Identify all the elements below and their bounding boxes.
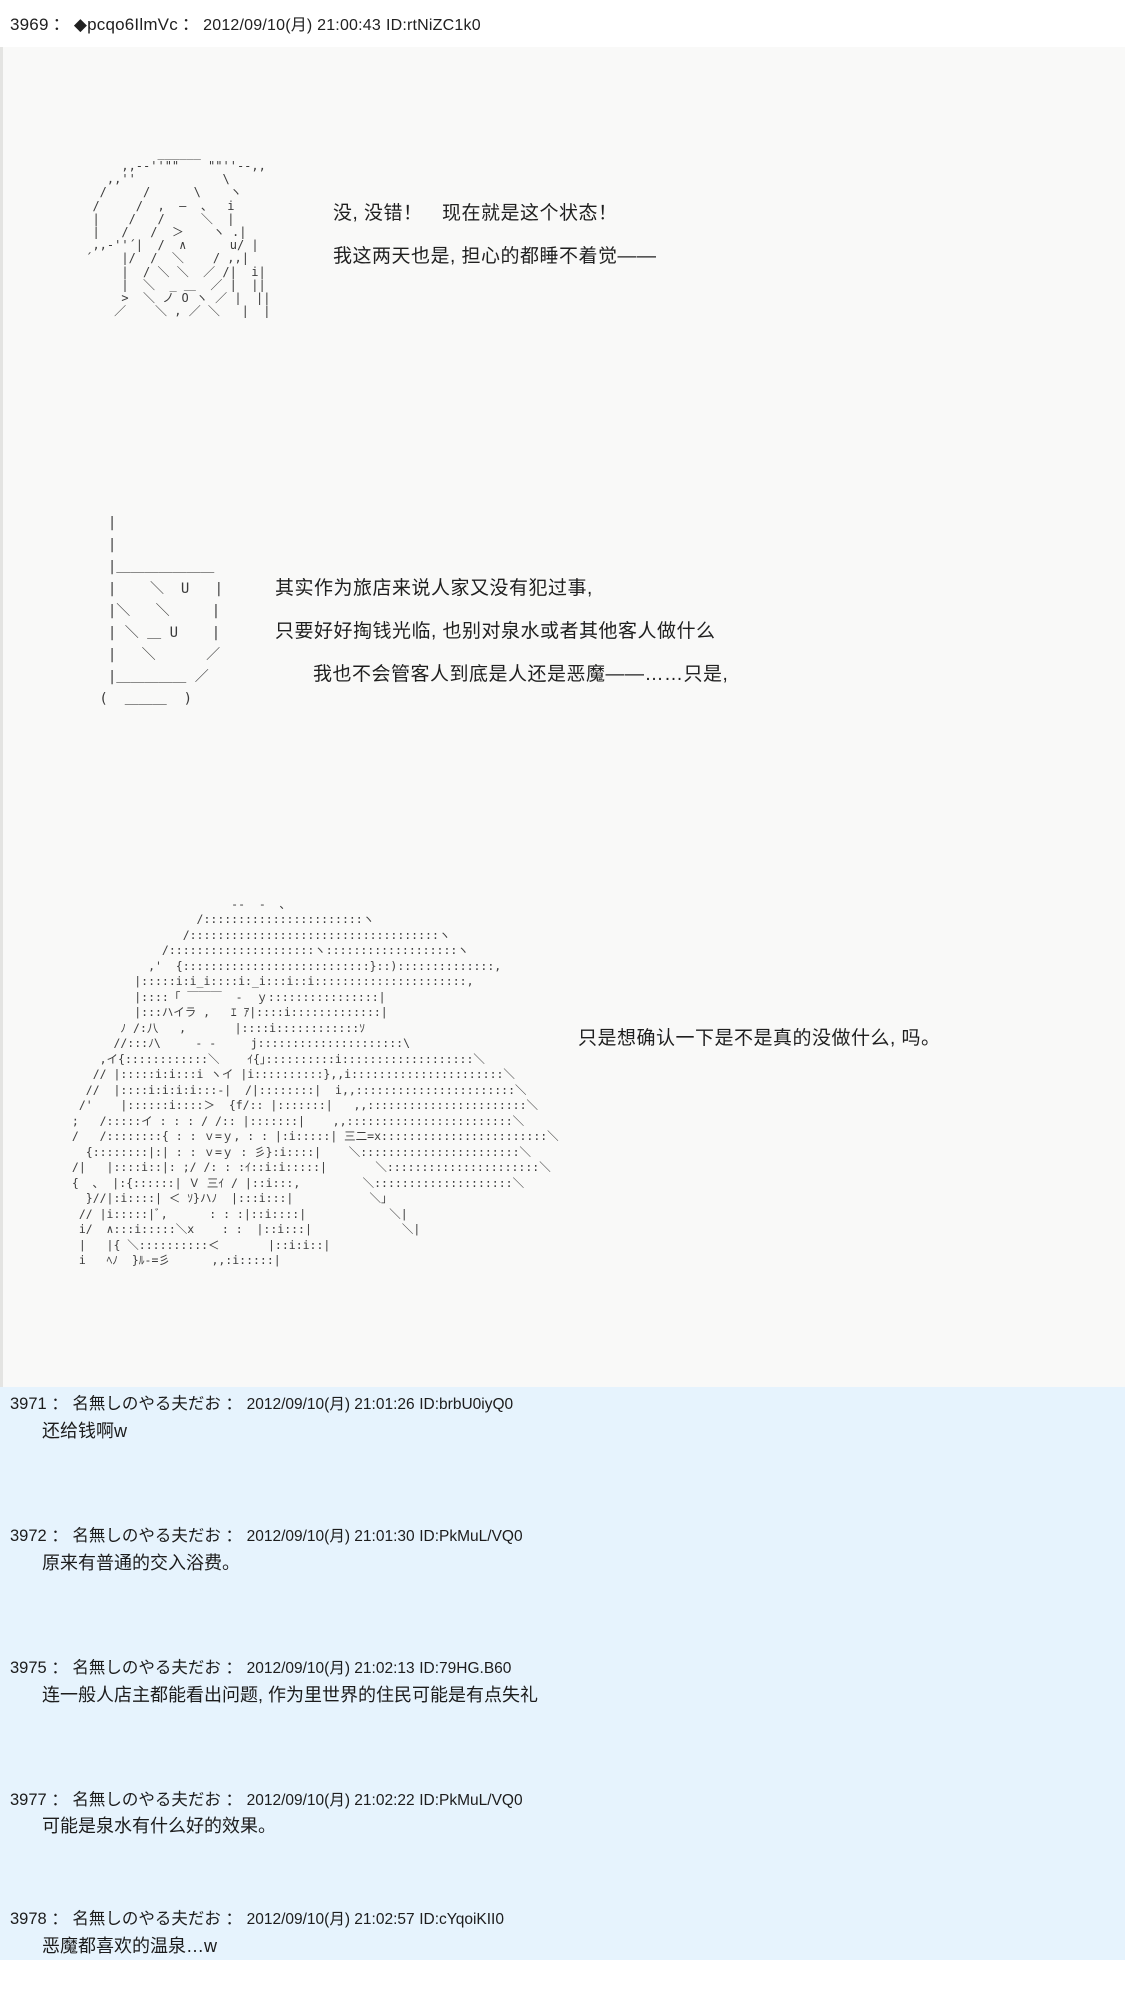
reply-separator-1: ： xyxy=(51,1394,68,1413)
op-header-separator-2: ： xyxy=(181,15,200,34)
reply-post: 3978 ： 名無しのやる夫だお ： 2012/09/10(月) 21:02:5… xyxy=(0,1902,1125,1961)
op-post-number: 3969 xyxy=(10,15,49,34)
reply-post: 3971 ： 名無しのやる夫だお ： 2012/09/10(月) 21:01:2… xyxy=(0,1386,1125,1519)
reply-author: 名無しのやる夫だお xyxy=(72,1910,221,1929)
op-datetime: 2012/09/10(月) 21:00:43 xyxy=(203,17,381,34)
reply-user-id: ID:cYqoiKII0 xyxy=(419,1911,504,1929)
scene-3: -‐ - ､ /:::::::::::::::::::::::ヽ /::::::… xyxy=(3,857,1125,1377)
reply-body: 原来有普通的交入浴费。 xyxy=(42,1552,240,1573)
scene-2-dialog-line-2: 只要好好掏钱光临, 也别对泉水或者其他客人做什么 xyxy=(275,620,716,642)
reply-header: 3978 ： 名無しのやる夫だお ： 2012/09/10(月) 21:02:5… xyxy=(10,1902,1125,1931)
reply-body: 还给钱啊w xyxy=(42,1420,127,1441)
scene-3-ascii-art: -‐ - ､ /:::::::::::::::::::::::ヽ /::::::… xyxy=(65,896,559,1268)
reply-number: 3972 xyxy=(10,1526,47,1545)
op-user-id: ID:rtNiZC1k0 xyxy=(385,17,481,34)
reply-user-id: ID:PkMuL/VQ0 xyxy=(419,1791,523,1809)
reply-number: 3978 xyxy=(10,1910,47,1929)
reply-number: 3975 xyxy=(10,1658,47,1677)
reply-user-id: ID:79HG.B60 xyxy=(419,1659,512,1677)
reply-separator-2: ： xyxy=(225,1910,243,1929)
reply-datetime: 2012/09/10(月) 21:01:30 xyxy=(246,1527,415,1545)
reply-body: 可能是泉水有什么好的效果。 xyxy=(42,1816,276,1837)
op-body: ______ ,,-‐''"" ""''‐-,, ,,'' \ / / \ ヽ … xyxy=(0,46,1125,1387)
reply-number: 3977 xyxy=(10,1790,47,1809)
reply-author: 名無しのやる夫だお xyxy=(72,1526,221,1545)
reply-spacer xyxy=(10,1576,1125,1651)
reply-header: 3972 ： 名無しのやる夫だお ： 2012/09/10(月) 21:01:3… xyxy=(10,1519,1125,1548)
reply-separator-2: ： xyxy=(225,1526,243,1545)
reply-datetime: 2012/09/10(月) 21:02:57 xyxy=(246,1911,415,1929)
scene-1-dialog-line-1: 没, 没错！ 现在就是这个状态！ xyxy=(333,202,618,224)
op-post-header: 3969：◆pcqo6IlmVc：2012/09/10(月) 21:00:43 … xyxy=(0,0,1125,47)
scene-1-ascii-art: ______ ,,-‐''"" ""''‐-,, ,,'' \ / / \ ヽ … xyxy=(85,145,271,319)
reply-spacer xyxy=(10,1840,1125,1903)
scene-2: | | |＿＿＿＿＿＿＿ | ＼ U | |＼ ＼ | | ＼ ＿ U | | … xyxy=(3,467,1125,747)
reply-author: 名無しのやる夫だお xyxy=(72,1658,221,1677)
reply-body: 恶魔都喜欢的温泉…w xyxy=(42,1936,217,1957)
reply-separator-2: ： xyxy=(225,1790,243,1809)
reply-post: 3975 ： 名無しのやる夫だお ： 2012/09/10(月) 21:02:1… xyxy=(0,1650,1125,1783)
scene-3-dialog-line-1: 只是想确认一下是不是真的没做什么, 吗。 xyxy=(578,1027,941,1049)
reply-datetime: 2012/09/10(月) 21:02:22 xyxy=(246,1791,415,1809)
scene-2-dialog-line-1: 其实作为旅店来说人家又没有犯过事, xyxy=(275,577,593,599)
reply-separator-1: ： xyxy=(51,1658,68,1677)
reply-separator-2: ： xyxy=(225,1394,243,1413)
reply-number: 3971 xyxy=(10,1394,47,1413)
reply-header: 3977 ： 名無しのやる夫だお ： 2012/09/10(月) 21:02:2… xyxy=(10,1783,1125,1812)
scene-2-ascii-art: | | |＿＿＿＿＿＿＿ | ＼ U | |＼ ＼ | | ＼ ＿ U | | … xyxy=(91,514,224,707)
scene-1: ______ ,,-‐''"" ""''‐-,, ,,'' \ / / \ ヽ … xyxy=(3,47,1125,347)
op-tripcode[interactable]: ◆pcqo6IlmVc xyxy=(73,15,178,34)
reply-datetime: 2012/09/10(月) 21:02:13 xyxy=(246,1659,415,1677)
reply-author: 名無しのやる夫だお xyxy=(72,1394,221,1413)
reply-post: 3972 ： 名無しのやる夫だお ： 2012/09/10(月) 21:01:3… xyxy=(0,1518,1125,1651)
reply-separator-1: ： xyxy=(51,1910,68,1929)
scene-2-dialog-line-3: 我也不会管客人到底是人还是恶魔——……只是, xyxy=(313,663,729,685)
op-post: 3969：◆pcqo6IlmVc：2012/09/10(月) 21:00:43 … xyxy=(0,0,1125,1387)
reply-user-id: ID:brbU0iyQ0 xyxy=(419,1395,514,1413)
reply-user-id: ID:PkMuL/VQ0 xyxy=(419,1527,523,1545)
reply-spacer xyxy=(10,1708,1125,1783)
reply-post: 3977 ： 名無しのやる夫だお ： 2012/09/10(月) 21:02:2… xyxy=(0,1782,1125,1903)
reply-header: 3971 ： 名無しのやる夫だお ： 2012/09/10(月) 21:01:2… xyxy=(10,1387,1125,1416)
scene-1-dialog-line-2: 我这两天也是, 担心的都睡不着觉—— xyxy=(333,245,657,267)
reply-separator-1: ： xyxy=(51,1526,68,1545)
reply-spacer xyxy=(10,1444,1125,1519)
reply-separator-1: ： xyxy=(51,1790,68,1809)
reply-datetime: 2012/09/10(月) 21:01:26 xyxy=(246,1395,415,1413)
reply-separator-2: ： xyxy=(225,1658,243,1677)
reply-header: 3975 ： 名無しのやる夫だお ： 2012/09/10(月) 21:02:1… xyxy=(10,1651,1125,1680)
reply-body: 连一般人店主都能看出问题, 作为里世界的住民可能是有点失礼 xyxy=(42,1684,538,1705)
op-header-separator-1: ： xyxy=(52,15,70,34)
reply-author: 名無しのやる夫だお xyxy=(72,1790,221,1809)
replies-container: 3971 ： 名無しのやる夫だお ： 2012/09/10(月) 21:01:2… xyxy=(0,1386,1125,1961)
